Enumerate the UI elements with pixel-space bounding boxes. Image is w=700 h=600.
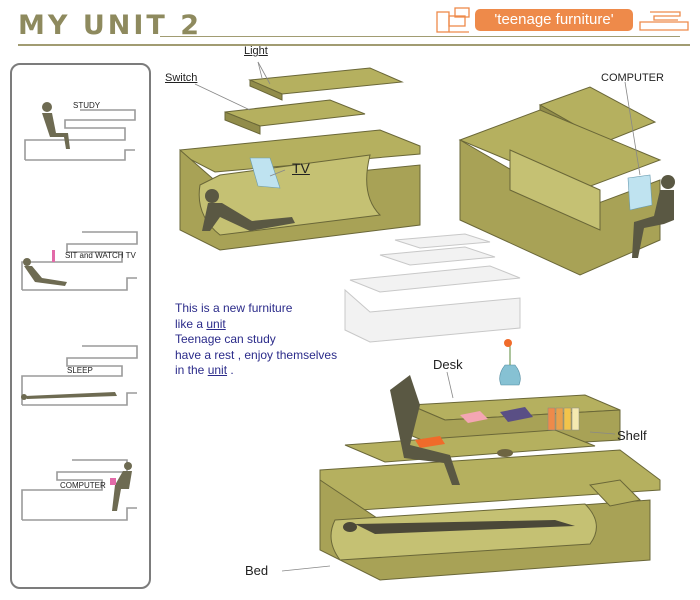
- pose-label-watch-tv: SIT and WATCH TV: [65, 251, 136, 260]
- exploded-unit-outline: [344, 233, 521, 343]
- description-line-4: have a rest , enjoy themselves: [175, 347, 338, 362]
- tv-viewer-figure: [202, 189, 295, 231]
- pose-sidebar: [10, 63, 151, 589]
- vase-with-flower-icon: [499, 339, 521, 386]
- description-line-3: Teenage can study: [175, 332, 276, 346]
- computer-unit-illustration: [458, 86, 662, 276]
- unit-link-2: unit: [207, 363, 228, 377]
- computer-label: COMPUTER: [601, 72, 664, 84]
- switch-label: Switch: [165, 72, 198, 84]
- pose-label-study: STUDY: [73, 101, 101, 110]
- header-divider-thin: [160, 36, 680, 37]
- shelf-label: Shelf: [617, 428, 647, 443]
- desk-items: [415, 407, 533, 457]
- pose-label-sleep: SLEEP: [67, 366, 93, 375]
- description-line-5: in the unit .: [175, 363, 234, 377]
- unit-link: unit: [206, 316, 226, 331]
- tv-unit-illustration: [179, 67, 421, 251]
- light-label: Light: [244, 45, 268, 57]
- computer-user-figure: [632, 175, 675, 258]
- description-line-2: like a unit: [175, 316, 226, 331]
- callout-lines: [194, 61, 641, 572]
- bed-desk-unit-illustration: [319, 394, 661, 581]
- tv-screen-glow: [249, 157, 281, 189]
- bed-label: Bed: [245, 563, 269, 578]
- page-title: MY UNIT 2: [18, 10, 202, 41]
- description-line-1: This is a new furniture: [175, 301, 293, 315]
- desk-label: Desk: [433, 357, 463, 372]
- pose-label-computer: COMPUTER: [60, 481, 106, 490]
- teenage-furniture-badge: 'teenage furniture': [475, 9, 633, 31]
- description-text: This is a new furniture like a unit Teen…: [175, 301, 337, 379]
- tv-label: TV: [292, 160, 310, 176]
- sleeping-figure: [343, 520, 575, 534]
- header-divider: [18, 44, 690, 46]
- shelf-books: [547, 407, 580, 431]
- desk-sitter-figure: [390, 375, 460, 485]
- computer-screen-glow: [627, 174, 653, 211]
